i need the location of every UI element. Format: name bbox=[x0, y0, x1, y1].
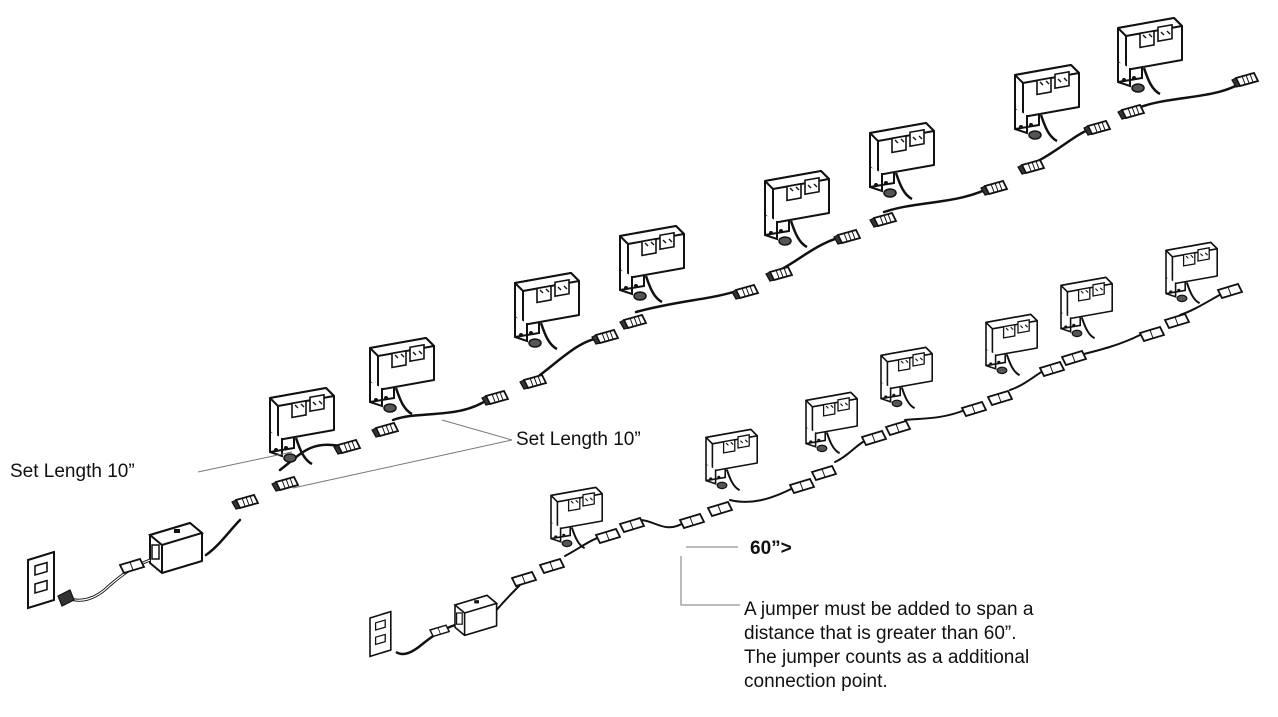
leader-lines bbox=[197, 419, 740, 606]
set-length-label-left: Set Length 10” bbox=[10, 461, 135, 482]
jumper-note-line: connection point. bbox=[744, 671, 888, 692]
top-power-entry bbox=[27, 522, 203, 609]
jumper-note: A jumper must be added to span a distanc… bbox=[744, 598, 1164, 694]
set-length-label-mid: Set Length 10” bbox=[516, 429, 641, 450]
jumper-note-line: A jumper must be added to span a bbox=[744, 599, 1034, 620]
top-row-outlets bbox=[268, 16, 1184, 466]
bottom-power-entry bbox=[369, 594, 498, 658]
span-distance-label: 60”> bbox=[750, 538, 792, 559]
jumper-note-line: The jumper counts as a additional bbox=[744, 647, 1030, 668]
jumper-note-line: distance that is greater than 60”. bbox=[744, 623, 1017, 644]
